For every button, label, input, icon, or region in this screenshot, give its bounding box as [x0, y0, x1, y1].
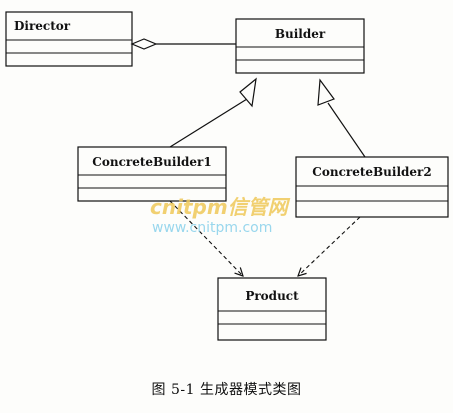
inheritance-triangle-icon [317, 78, 335, 106]
class-concrete-builder-2: ConcreteBuilder2 [295, 156, 449, 218]
class-product: Product [217, 277, 327, 341]
inheritance-triangle-icon [239, 77, 257, 108]
class-builder: Builder [235, 18, 365, 74]
class-director: Director [5, 11, 133, 67]
class-builder-name: Builder [275, 27, 326, 41]
dependency-cb2-product [298, 216, 361, 276]
watermark-url-text: www.cnitpm.com [152, 220, 272, 236]
figure-caption: 图 5-1 生成器模式类图 [151, 382, 302, 398]
aggregation-diamond-icon [130, 38, 158, 50]
aggregation-director-builder [130, 38, 236, 50]
class-concrete-builder-2-name: ConcreteBuilder2 [312, 165, 431, 179]
class-product-name: Product [245, 289, 299, 303]
generalization-cb1-builder [169, 77, 257, 148]
class-concrete-builder-1-name: ConcreteBuilder1 [92, 155, 211, 169]
watermark: cnitpm信管网 www.cnitpm.com [150, 195, 291, 236]
generalization-cb2-builder [317, 78, 366, 158]
watermark-logo-text: cnitpm信管网 [150, 195, 291, 219]
class-concrete-builder-1: ConcreteBuilder1 [77, 146, 227, 202]
class-director-name: Director [14, 19, 71, 33]
dependency-cb1-product [169, 200, 243, 276]
